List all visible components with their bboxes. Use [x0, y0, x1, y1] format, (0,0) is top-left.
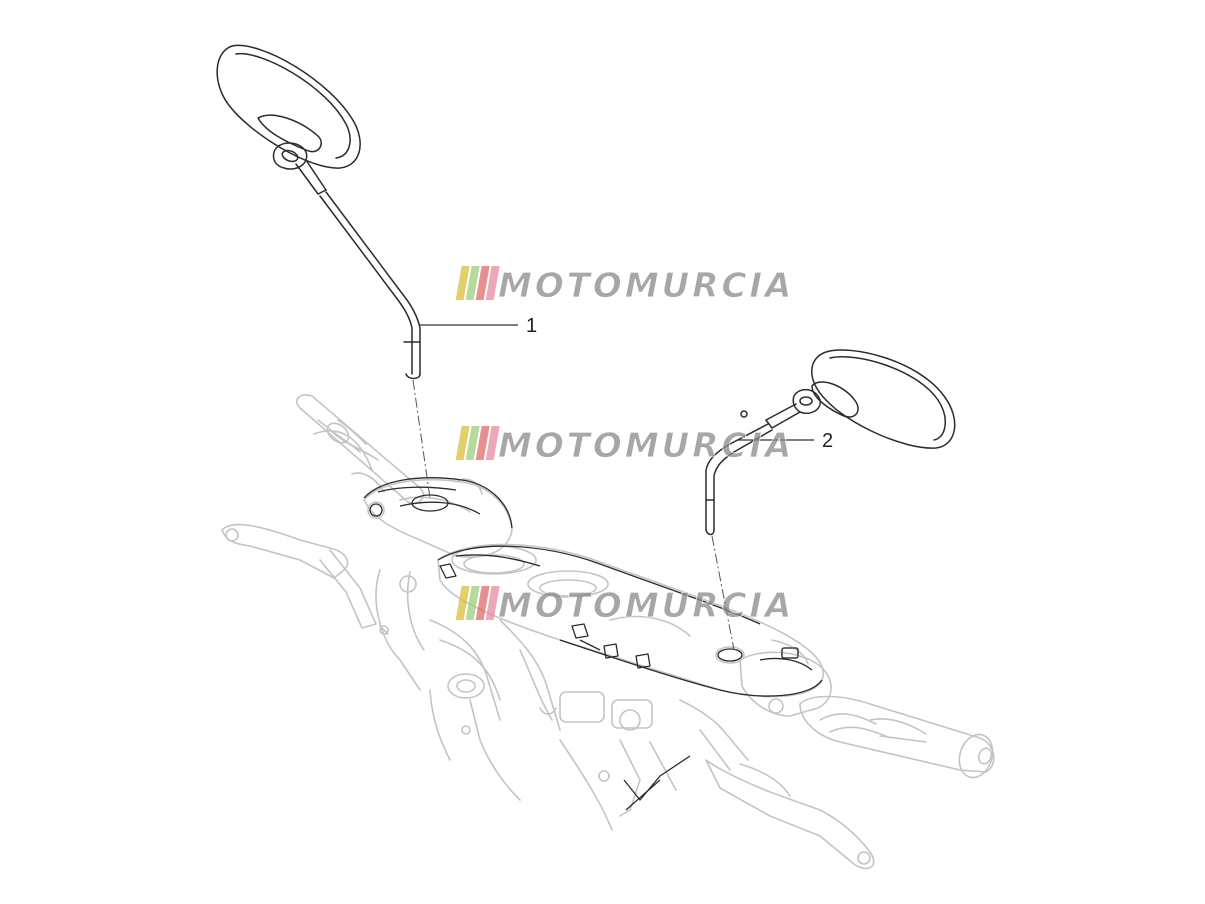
- handlebar-mechanics: [375, 569, 749, 831]
- callout-1: 1: [420, 315, 537, 337]
- right-mirror[interactable]: [705, 349, 956, 536]
- left-brake-lever: [221, 523, 377, 629]
- watermark-2: MOTOMURCIA: [455, 426, 794, 466]
- watermark-text: MOTOMURCIA: [498, 266, 794, 306]
- watermark-text: MOTOMURCIA: [498, 426, 794, 466]
- right-grip: [799, 695, 995, 779]
- switch-housing-left: [363, 478, 513, 558]
- switch-housing-right: [739, 651, 832, 717]
- callout-number-2: 2: [822, 430, 833, 452]
- watermark-text: MOTOMURCIA: [498, 586, 794, 626]
- callout-number-1: 1: [526, 315, 537, 337]
- assembly-guides: [412, 379, 735, 651]
- watermark-3: MOTOMURCIA: [455, 586, 794, 626]
- callout-2: 2: [738, 430, 833, 452]
- watermark-logo-stripes: [455, 426, 500, 460]
- watermark-1: MOTOMURCIA: [455, 266, 794, 306]
- right-brake-lever: [705, 759, 875, 870]
- watermark-logo-stripes: [455, 266, 500, 300]
- handlebar-assembly-ghost: [221, 394, 995, 870]
- left-mirror[interactable]: [216, 44, 421, 380]
- instrument-panel: [437, 543, 825, 698]
- watermark-logo-stripes: [455, 586, 500, 620]
- handlebar-assembly-dark-lines: [363, 477, 823, 811]
